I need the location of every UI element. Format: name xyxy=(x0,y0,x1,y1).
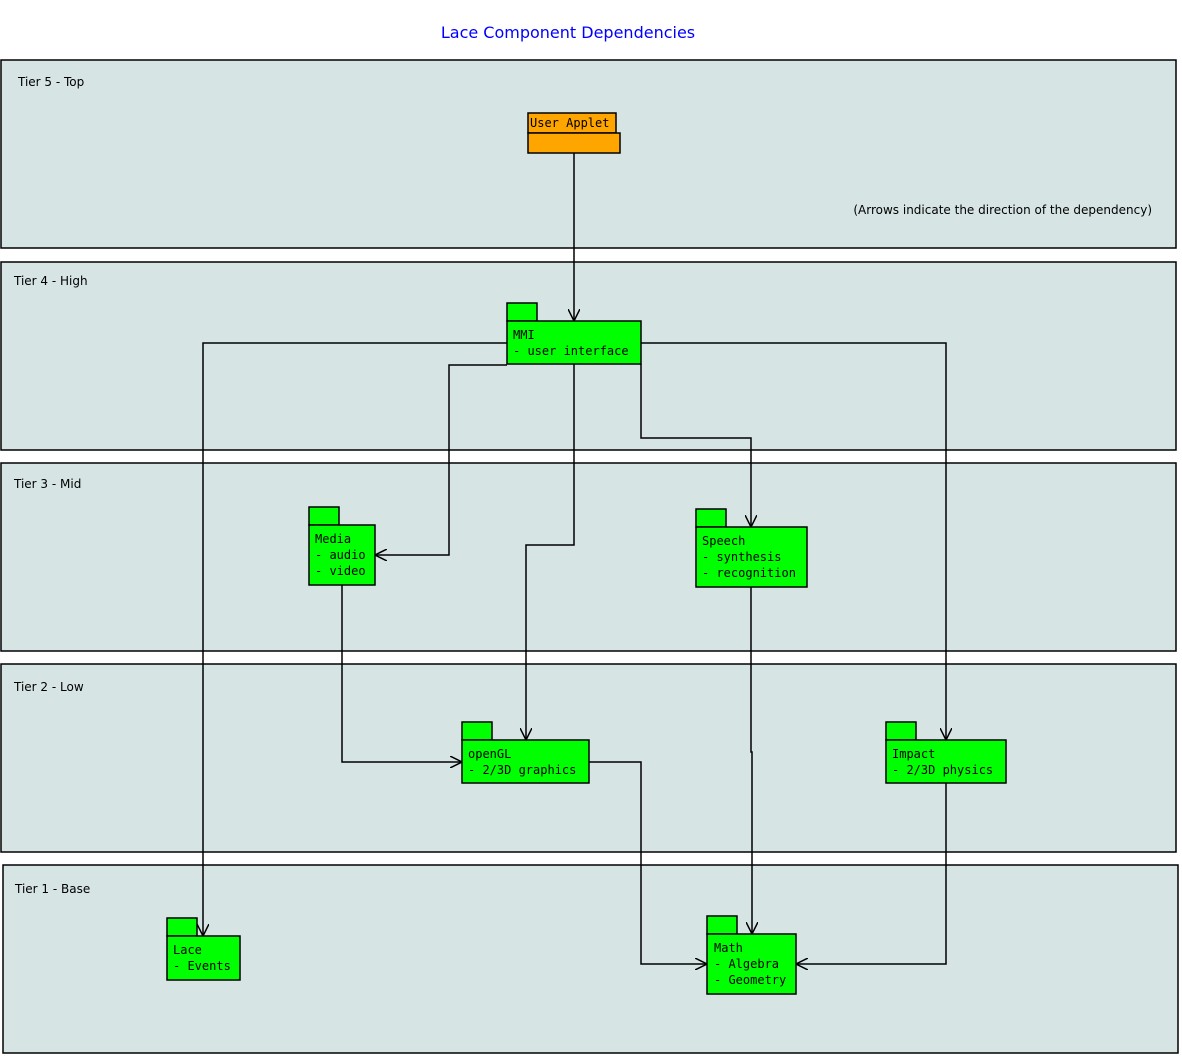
package-line: - synthesis xyxy=(702,550,781,564)
diagram-title: Lace Component Dependencies xyxy=(441,23,695,42)
edge-media-to-opengl xyxy=(341,585,462,762)
package-tab xyxy=(166,917,198,937)
package-tab xyxy=(506,302,538,322)
package-body xyxy=(308,524,376,586)
tier-5-box xyxy=(0,59,1177,249)
package-body xyxy=(527,132,621,154)
package-line: - 2/3D graphics xyxy=(468,763,576,777)
package-name: Speech xyxy=(702,534,745,548)
package-line: - Geometry xyxy=(714,973,786,987)
package-lace[interactable]: Lace - Events xyxy=(166,917,241,981)
package-name: Media xyxy=(315,532,351,546)
package-tab xyxy=(695,508,727,528)
package-body xyxy=(695,526,808,588)
edge-mmi-to-media xyxy=(375,364,507,555)
package-name: MMI xyxy=(513,328,535,342)
package-mmi[interactable]: MMI - user interface xyxy=(506,302,642,365)
edge-mmi-to-lace xyxy=(203,342,507,936)
tier-5: Tier 5 - Top (Arrows indicate the direct… xyxy=(0,59,1177,249)
edge-mmi-to-speech xyxy=(640,364,751,527)
tier-3-box xyxy=(0,462,1177,652)
package-name: Math xyxy=(714,941,743,955)
tier-3: Tier 3 - Mid xyxy=(0,462,1177,652)
package-line: - recognition xyxy=(702,566,796,580)
edge-mmi-to-impact xyxy=(641,342,946,740)
package-name: Lace xyxy=(173,943,202,957)
tier-2-label: Tier 2 - Low xyxy=(13,680,84,694)
package-tab xyxy=(706,915,738,935)
package-line: - audio xyxy=(315,548,366,562)
package-body xyxy=(166,935,241,981)
package-tab xyxy=(885,721,917,741)
package-body xyxy=(885,739,1007,784)
package-line: - 2/3D physics xyxy=(892,763,993,777)
package-body xyxy=(706,933,797,995)
edge-speech-to-math xyxy=(751,587,752,934)
edge-impact-to-math xyxy=(796,783,947,964)
package-opengl[interactable]: openGL - 2/3D graphics xyxy=(461,721,590,784)
package-tab xyxy=(461,721,493,741)
package-line: - video xyxy=(315,564,366,578)
package-impact[interactable]: Impact - 2/3D physics xyxy=(885,721,1007,784)
package-body xyxy=(506,320,642,365)
edge-mmi-to-opengl xyxy=(526,364,575,740)
package-line: - user interface xyxy=(513,344,629,358)
package-name: User Applet xyxy=(530,116,609,130)
dependency-note: (Arrows indicate the direction of the de… xyxy=(853,203,1152,217)
tier-5-label: Tier 5 - Top xyxy=(17,75,84,89)
tier-1-label: Tier 1 - Base xyxy=(14,882,90,896)
package-name: Impact xyxy=(892,747,935,761)
package-body xyxy=(461,739,590,784)
package-line: - Events xyxy=(173,959,231,973)
package-media[interactable]: Media - audio - video xyxy=(308,506,376,586)
tier-4-label: Tier 4 - High xyxy=(13,274,88,288)
package-math[interactable]: Math - Algebra - Geometry xyxy=(706,915,797,995)
package-name: openGL xyxy=(468,747,511,761)
dependency-edges xyxy=(203,153,946,964)
package-speech[interactable]: Speech - synthesis - recognition xyxy=(695,508,808,588)
package-tab xyxy=(308,506,340,526)
package-user-applet[interactable]: User Applet xyxy=(527,112,621,154)
package-line: - Algebra xyxy=(714,957,779,971)
edge-opengl-to-math xyxy=(589,761,707,964)
tier-3-label: Tier 3 - Mid xyxy=(13,477,81,491)
